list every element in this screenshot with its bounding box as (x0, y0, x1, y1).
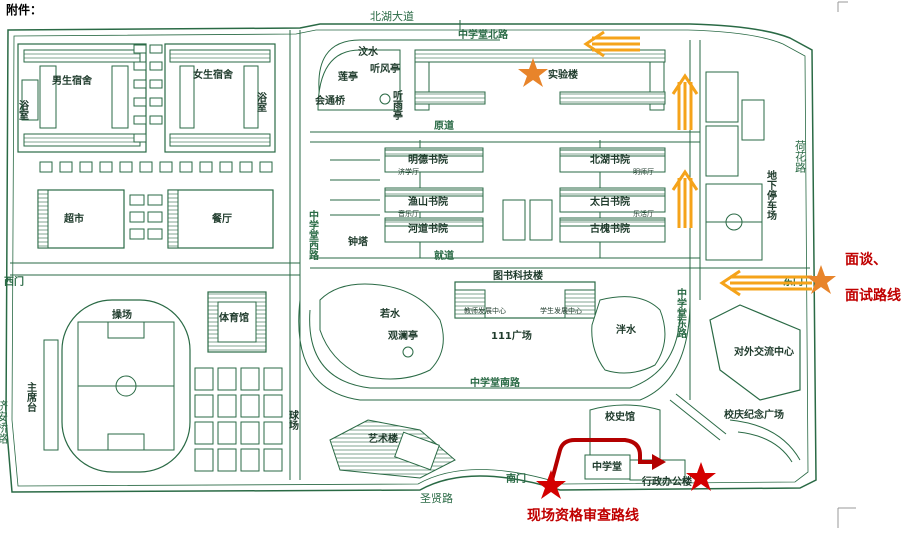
male-dorm: 男生宿舍 浴室 (17, 43, 147, 153)
east-courts (705, 71, 765, 261)
library-label: 图书科技楼 (493, 269, 543, 282)
road-zxt-east-label: 中学堂东路 (675, 287, 687, 339)
zhongta-label: 钟塔 (348, 235, 369, 248)
east-gate-star-icon (806, 265, 836, 294)
road-zxt-north-label: 中学堂北路 (458, 28, 509, 41)
qualification-label: 现场资格审查路线 (527, 507, 639, 524)
qualification-route (550, 438, 660, 481)
supermarket: 超市 (37, 189, 125, 249)
history-label: 校史馆 (605, 410, 635, 423)
gate-south-label: 南门 (506, 472, 526, 485)
art-label: 艺术楼 (368, 432, 398, 445)
leyue-label: 乐活厅 (633, 209, 654, 218)
canteen: 餐厅 (167, 189, 274, 249)
parking-label: 地下停车场 (765, 169, 777, 221)
mingde-label: 明德书院 (408, 153, 448, 166)
square111-label: 111广场 (491, 329, 532, 342)
qualification-route-arrowhead (652, 454, 666, 470)
podium: 主席台 (25, 339, 59, 451)
jiuxue-label: 济学厅 (398, 167, 419, 176)
taibai-label: 太白书院 (589, 195, 630, 208)
ruoshui-label: 若水 (379, 307, 401, 320)
attachment-header: 附件： (6, 2, 42, 17)
tingfengting-label: 听风亭 (370, 62, 400, 75)
admin-label: 行政办公楼 (641, 475, 692, 488)
interview-route-arrows (583, 30, 812, 297)
ball-courts (194, 367, 283, 472)
teacher-center-label: 教师发展中心 (464, 306, 506, 315)
road-yuandao-label: 原道 (434, 119, 454, 132)
zhongxuetang-label: 中学堂 (592, 460, 622, 473)
south-gate-star-icon (536, 470, 566, 499)
anniversary-plaza: 校庆纪念广场 (669, 393, 801, 463)
ballcourt-label: 球场 (287, 409, 299, 431)
crop-mark-bottom (837, 507, 856, 528)
lab-building: 实验楼 (414, 49, 666, 111)
history-hall: 校史馆 中学堂 行政办公楼 (584, 404, 692, 488)
music-hall-label: 音乐厅 (398, 209, 419, 218)
interview-label-line2: 面试路线 (845, 287, 901, 304)
road-west-label: 济安桥路 (0, 399, 9, 445)
playground: 操场 (61, 299, 191, 473)
huiyuanqiao-label: 会通桥 (315, 94, 346, 107)
north-garden: 汶水 莲亭 听风亭 听雨亭 会通桥 (315, 45, 403, 121)
canteen-label: 餐厅 (211, 212, 232, 225)
hedao-label: 河道书院 (408, 222, 448, 235)
beihu-label: 北湖书院 (590, 153, 630, 166)
road-zxt-south-label: 中学堂南路 (470, 376, 521, 389)
lab-label: 实验楼 (548, 68, 578, 81)
guhuai-label: 古槐书院 (590, 222, 630, 235)
yushan-label: 渔山书院 (408, 195, 448, 208)
lianting-label: 莲亭 (338, 70, 358, 83)
anniversary-label: 校庆纪念广场 (724, 408, 784, 421)
road-jiudao-label: 就道 (434, 249, 454, 262)
guanlanting-label: 观澜亭 (388, 329, 418, 342)
female-dorm-label: 女生宿舍 (193, 68, 234, 81)
road-south-label: 圣贤路 (420, 492, 453, 505)
road-east-label: 荷花路 (794, 140, 807, 174)
exchange-center: 对外交流中心 (709, 304, 801, 401)
lab-star-icon (518, 58, 548, 87)
panshui-label: 泮水 (616, 323, 637, 336)
podium-label: 主席台 (25, 381, 37, 413)
gym: 体育馆 (207, 291, 267, 353)
bath-1-label: 浴室 (17, 99, 29, 120)
library: 图书科技楼 教师发展中心 学生发展中心 (454, 269, 596, 319)
gym-label: 体育馆 (219, 311, 249, 324)
road-north-label: 北湖大道 (370, 9, 414, 23)
mingshi-label: 明师厅 (633, 167, 654, 176)
art-building: 艺术楼 (329, 419, 456, 479)
student-center-label: 学生发展中心 (540, 306, 582, 315)
tingyuting-label: 听雨亭 (391, 89, 403, 121)
small-blocks (39, 44, 273, 173)
road-zxt-west-label: 中学堂西路 (307, 209, 319, 261)
wenshui-label: 汶水 (358, 45, 379, 58)
admin-star-icon (686, 462, 716, 491)
ruoshui-lake: 若水 观澜亭 (319, 283, 444, 380)
exchange-label: 对外交流中心 (734, 345, 794, 358)
playground-label: 操场 (112, 308, 132, 321)
supermarket-label: 超市 (63, 212, 84, 225)
female-dorm: 女生宿舍 浴室 (164, 43, 276, 153)
bath-2-label: 浴室 (255, 91, 267, 112)
panshui-lake: 泮水 (591, 296, 666, 374)
crop-mark-top (837, 1, 848, 12)
male-dorm-label: 男生宿舍 (52, 74, 93, 87)
academies (384, 147, 666, 243)
interview-label-line1: 面谈、 (845, 251, 887, 268)
canteen-side-blocks (129, 194, 163, 240)
gate-west-label: 西门 (4, 275, 24, 288)
